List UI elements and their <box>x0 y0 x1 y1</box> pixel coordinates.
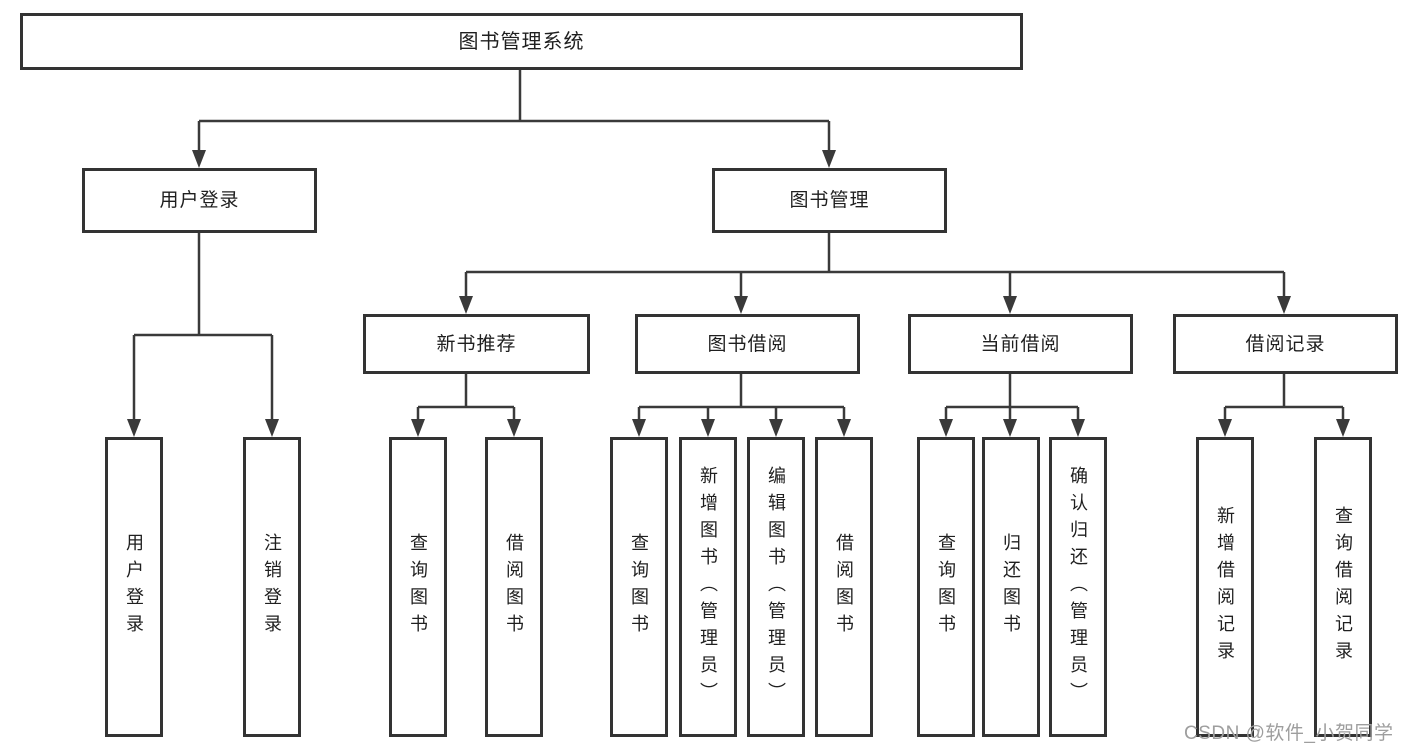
leaf-query-borrow-record: 查询借阅记录 <box>1314 437 1372 737</box>
leaf-query-book-borrow: 查询图书 <box>610 437 668 737</box>
leaf-add-book-admin: 新增图书（管理员） <box>679 437 737 737</box>
leaf-query-book-recommend: 查询图书 <box>389 437 447 737</box>
watermark: CSDN @软件_小贺同学 <box>1184 723 1394 744</box>
node-new-book-recommend: 新书推荐 <box>363 314 590 374</box>
leaf-logout: 注销登录 <box>243 437 301 737</box>
leaf-confirm-return-admin: 确认归还（管理员） <box>1049 437 1107 737</box>
node-book-management: 图书管理 <box>712 168 947 233</box>
leaf-query-book-current: 查询图书 <box>917 437 975 737</box>
leaf-edit-book-admin: 编辑图书（管理员） <box>747 437 805 737</box>
node-root-system: 图书管理系统 <box>20 13 1023 70</box>
leaf-add-borrow-record: 新增借阅记录 <box>1196 437 1254 737</box>
node-user-login: 用户登录 <box>82 168 317 233</box>
node-current-borrow: 当前借阅 <box>908 314 1133 374</box>
leaf-user-login: 用户登录 <box>105 437 163 737</box>
leaf-borrow-book-recommend: 借阅图书 <box>485 437 543 737</box>
leaf-return-book: 归还图书 <box>982 437 1040 737</box>
leaf-borrow-book: 借阅图书 <box>815 437 873 737</box>
node-borrow-records: 借阅记录 <box>1173 314 1398 374</box>
node-book-borrow: 图书借阅 <box>635 314 860 374</box>
